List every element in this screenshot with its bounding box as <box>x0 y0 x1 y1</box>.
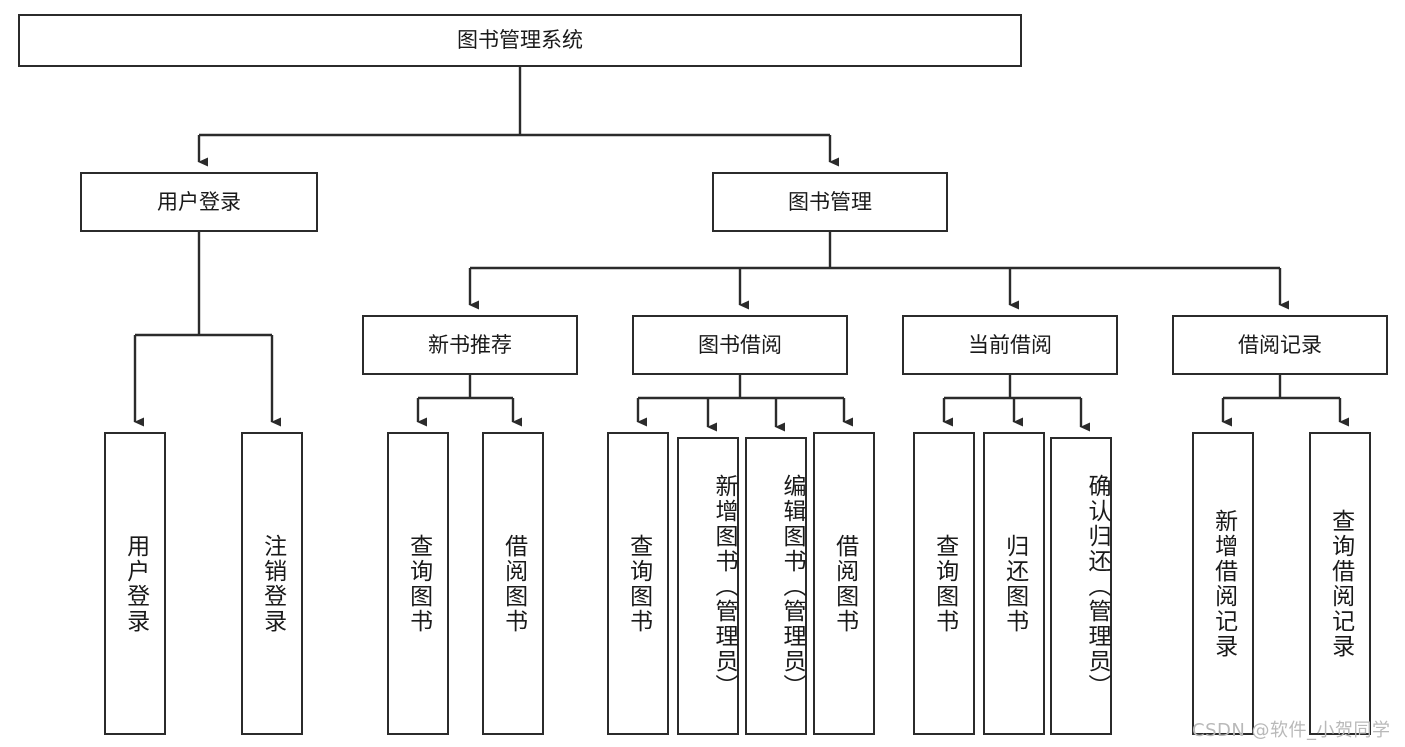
node-new-book-rec[interactable]: 新书推荐 <box>362 315 578 375</box>
connector-lines <box>133 67 1349 432</box>
watermark-label: CSDN @软件_小贺同学 <box>1192 720 1391 741</box>
node-leaf-edit-book-admin[interactable]: 编辑图书（管理员） <box>745 437 807 735</box>
node-leaf-add-book-admin[interactable]: 新增图书（管理员） <box>677 437 739 735</box>
node-label: 查询图书 <box>625 533 652 634</box>
node-leaf-borrow-book-1[interactable]: 借阅图书 <box>482 432 544 735</box>
node-label: 图书借阅 <box>698 332 782 357</box>
node-label: 查询借阅记录 <box>1327 508 1354 659</box>
node-label: 借阅图书 <box>500 533 527 634</box>
node-label: 查询图书 <box>931 533 958 634</box>
node-label: 新书推荐 <box>428 332 512 357</box>
node-label: 编辑图书（管理员） <box>779 473 805 699</box>
node-label: 用户登录 <box>157 189 241 214</box>
node-leaf-query-borrow-record[interactable]: 查询借阅记录 <box>1309 432 1371 735</box>
node-book-borrow[interactable]: 图书借阅 <box>632 315 848 375</box>
node-label: 用户登录 <box>122 533 149 634</box>
node-leaf-add-borrow-record[interactable]: 新增借阅记录 <box>1192 432 1254 735</box>
node-leaf-query-book-3[interactable]: 查询图书 <box>913 432 975 735</box>
node-label: 借阅记录 <box>1238 332 1322 357</box>
node-leaf-logout[interactable]: 注销登录 <box>241 432 303 735</box>
node-label: 新增图书（管理员） <box>711 473 737 699</box>
node-label: 图书管理 <box>788 189 872 214</box>
node-label: 图书管理系统 <box>457 28 583 53</box>
node-root[interactable]: 图书管理系统 <box>18 14 1022 67</box>
node-leaf-query-book-1[interactable]: 查询图书 <box>387 432 449 735</box>
node-leaf-user-login[interactable]: 用户登录 <box>104 432 166 735</box>
node-label: 查询图书 <box>405 533 432 634</box>
node-leaf-query-book-2[interactable]: 查询图书 <box>607 432 669 735</box>
node-user-login[interactable]: 用户登录 <box>80 172 318 232</box>
node-leaf-confirm-return-admin[interactable]: 确认归还（管理员） <box>1050 437 1112 735</box>
node-label: 确认归还（管理员） <box>1084 473 1110 699</box>
node-borrow-record[interactable]: 借阅记录 <box>1172 315 1388 375</box>
node-leaf-return-book[interactable]: 归还图书 <box>983 432 1045 735</box>
node-label: 借阅图书 <box>831 533 858 634</box>
node-label: 归还图书 <box>1001 533 1028 634</box>
node-label: 当前借阅 <box>968 332 1052 357</box>
node-label: 注销登录 <box>259 533 286 634</box>
node-label: 新增借阅记录 <box>1210 508 1237 659</box>
node-leaf-borrow-book-2[interactable]: 借阅图书 <box>813 432 875 735</box>
node-current-borrow[interactable]: 当前借阅 <box>902 315 1118 375</box>
node-book-manage[interactable]: 图书管理 <box>712 172 948 232</box>
